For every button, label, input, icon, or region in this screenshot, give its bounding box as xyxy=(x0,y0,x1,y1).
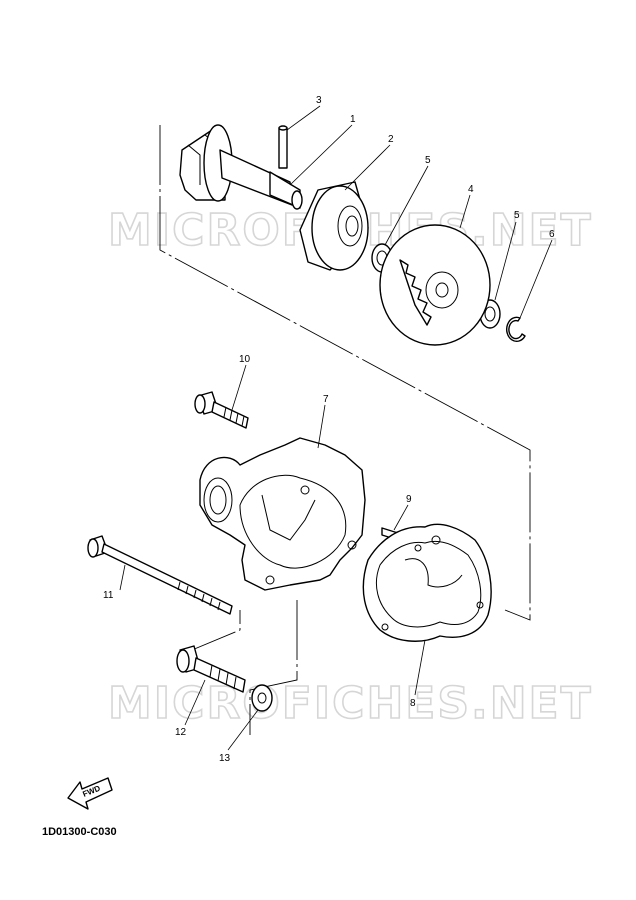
bolt-short xyxy=(194,391,249,429)
washer-bolt xyxy=(251,684,273,712)
bolt-long xyxy=(87,535,233,615)
callout-4: 4 xyxy=(468,184,474,195)
watermark-lower: MICROFICHES.NET xyxy=(108,678,593,729)
dowel-pin xyxy=(278,125,288,169)
flange-bolt xyxy=(176,645,246,693)
forward-direction-arrow: FWD xyxy=(67,777,113,810)
callout-1: 1 xyxy=(350,114,356,125)
callout-5-upper: 5 xyxy=(425,155,431,166)
circlip xyxy=(505,316,526,343)
diagram-code: 1D01300-C030 xyxy=(42,826,117,838)
pump-cover-gasket xyxy=(362,523,492,642)
callout-9: 9 xyxy=(406,494,412,505)
oil-seal xyxy=(299,181,369,271)
callout-8: 8 xyxy=(410,698,416,709)
callout-10: 10 xyxy=(239,354,251,365)
callout-labels: 3 1 2 5 4 5 6 10 7 9 11 8 12 13 xyxy=(103,95,555,764)
callout-11: 11 xyxy=(103,590,114,601)
callout-13: 13 xyxy=(219,753,231,764)
impeller-gear xyxy=(379,224,491,346)
callout-12: 12 xyxy=(175,727,187,738)
callout-3: 3 xyxy=(316,95,322,106)
callout-2: 2 xyxy=(388,134,394,145)
callout-7: 7 xyxy=(323,394,329,405)
alignment-frame xyxy=(159,125,531,735)
callout-6: 6 xyxy=(549,229,555,240)
water-pump-housing xyxy=(199,437,366,591)
callout-5-lower: 5 xyxy=(514,210,520,221)
impeller-shaft xyxy=(179,124,303,210)
leader-lines xyxy=(119,105,553,751)
